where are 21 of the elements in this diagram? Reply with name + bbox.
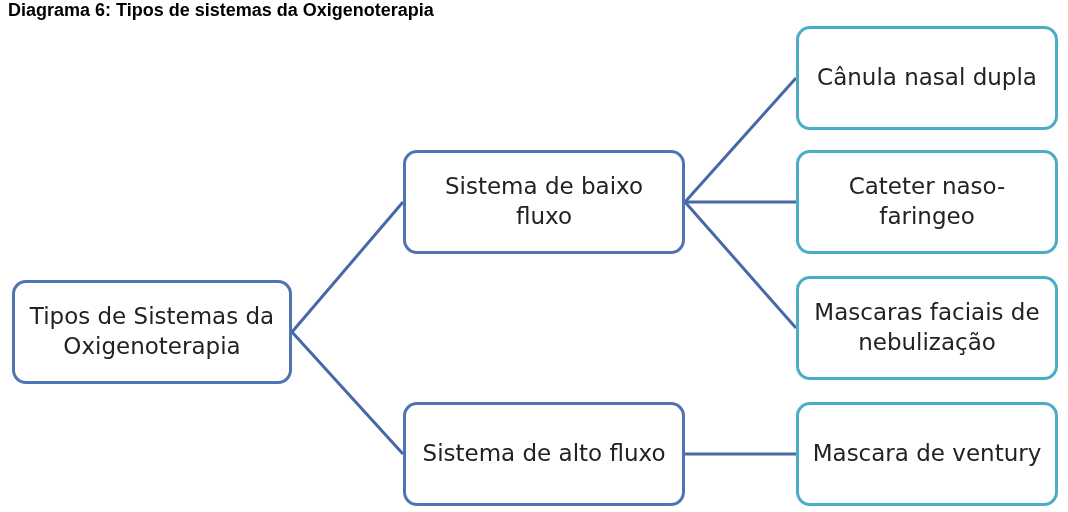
- connector-line: [290, 331, 405, 455]
- connector-line: [290, 201, 405, 333]
- connector-line: [683, 77, 798, 203]
- process-box: [796, 276, 1058, 380]
- process-box: [403, 150, 685, 254]
- process-box: [796, 150, 1058, 254]
- connector-line: [685, 452, 796, 456]
- process-box: [12, 280, 292, 384]
- box-label: Mascara de ventury: [812, 439, 1042, 469]
- box-label: Cateter naso-faringeo: [847, 172, 1007, 231]
- box-label: Sistema de alto fluxo: [422, 439, 666, 469]
- diagram-title: Diagrama 6: Tipos de sistemas da Oxigenoterapia: [8, 0, 434, 21]
- box-label: Mascaras faciais de nebulização: [813, 298, 1041, 357]
- box-label: Sistema de baixo fluxo: [443, 172, 645, 231]
- box-label: Cânula nasal dupla: [817, 63, 1037, 93]
- box-label: Tipos de Sistemas da Oxigenoterapia: [28, 302, 276, 361]
- connector-line: [685, 200, 796, 204]
- process-box: [796, 26, 1058, 130]
- process-box: [796, 402, 1058, 506]
- process-box: [403, 402, 685, 506]
- connector-line: [683, 201, 798, 329]
